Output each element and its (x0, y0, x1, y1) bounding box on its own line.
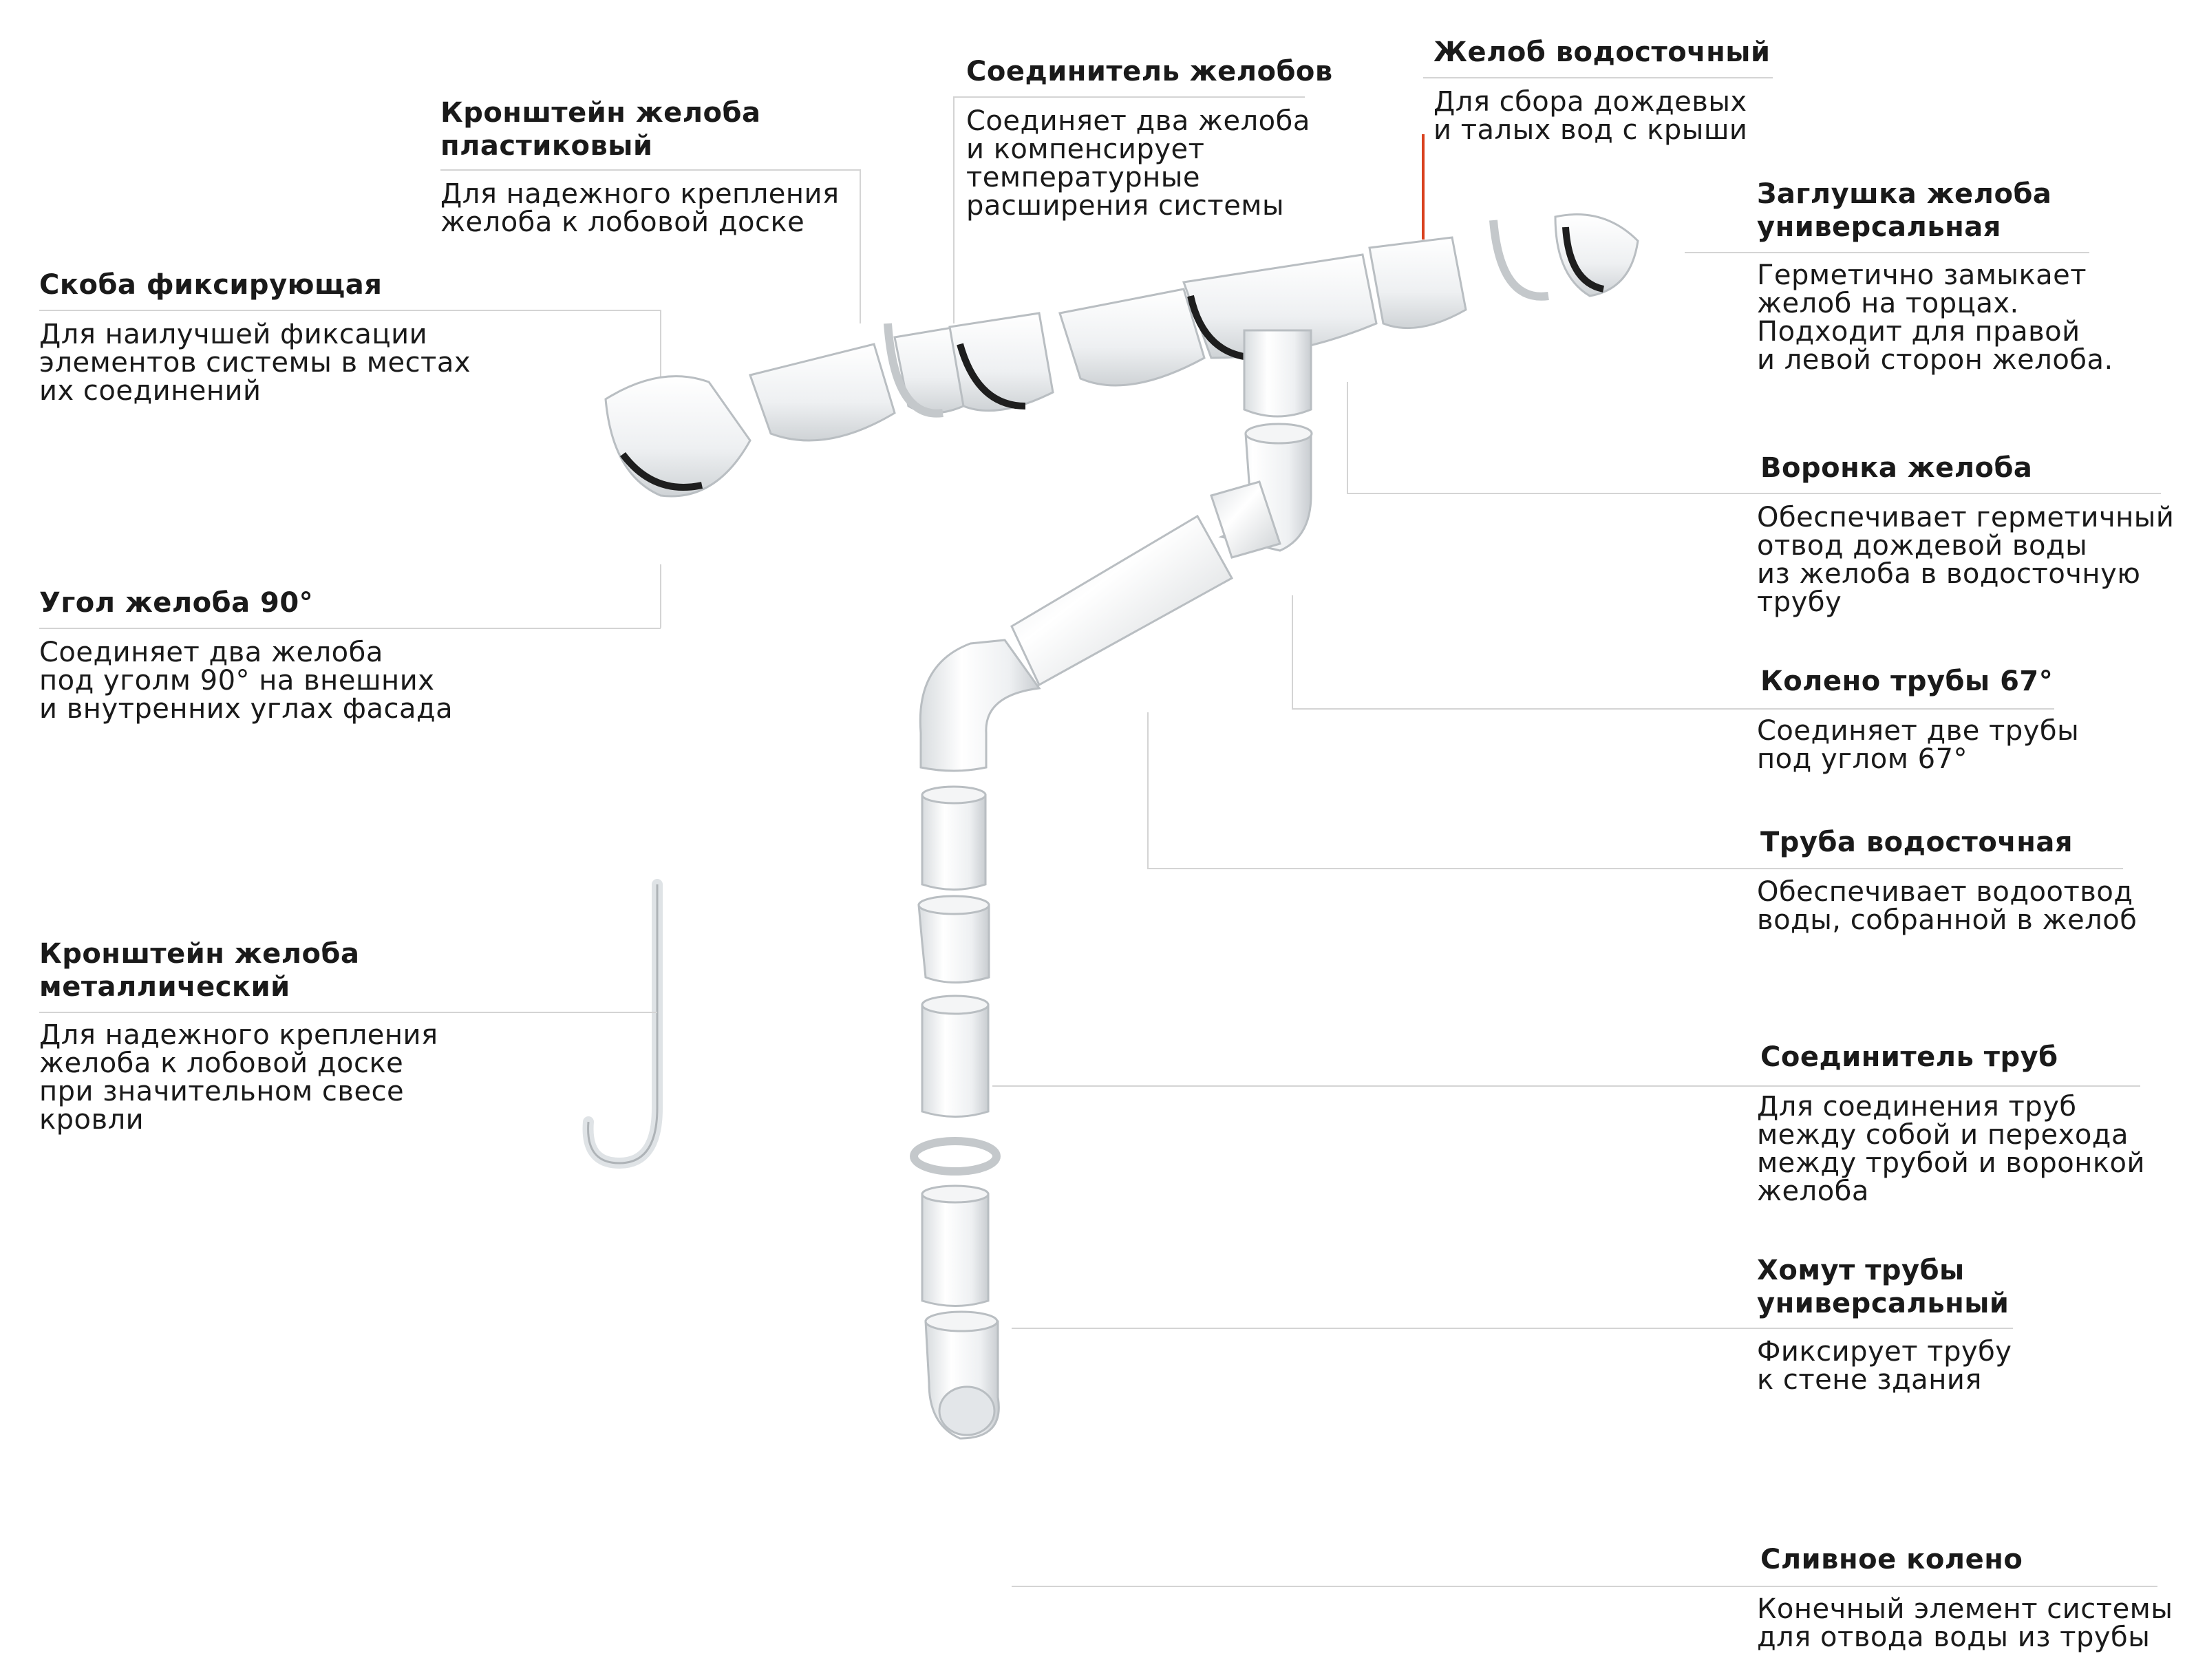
separator-bracket-metal (39, 1012, 657, 1013)
gutter-assembly (604, 213, 1639, 498)
metal-bracket (582, 879, 663, 1169)
pipe-connector-title: Соединитель труб (1760, 1041, 2058, 1073)
clip-title: Скоба фиксирующая (39, 269, 383, 301)
separator-clip (39, 310, 661, 311)
separator-bracket-plastic (440, 169, 860, 171)
separator-gutter (1423, 77, 1773, 78)
elbow67-title: Колено трубы 67° (1760, 666, 2054, 697)
label-clip: Скоба фиксирующая Для наилучшей фиксации… (39, 268, 471, 405)
leader-lines (660, 96, 2161, 1587)
outlet-title: Сливное колено (1760, 1544, 2023, 1575)
pipe-title: Труба водосточная (1760, 827, 2074, 858)
gutter-connector-title: Соединитель желобов (966, 56, 1333, 87)
gutter-title: Желоб водосточный (1433, 36, 1771, 68)
label-pipe: Труба водосточная Обеспечивает водоотвод… (1757, 826, 2138, 936)
separator-end-cap (1685, 252, 2089, 253)
separator-gutter-connector (954, 96, 1305, 98)
funnel-title: Воронка желоба (1760, 452, 2033, 484)
downpipe-assembly (910, 423, 1313, 1440)
label-gutter-connector: Соединитель желобов Соединяет два желоба… (966, 55, 1333, 220)
separator-corner (39, 628, 661, 629)
corner-title: Угол желоба 90° (39, 587, 314, 619)
